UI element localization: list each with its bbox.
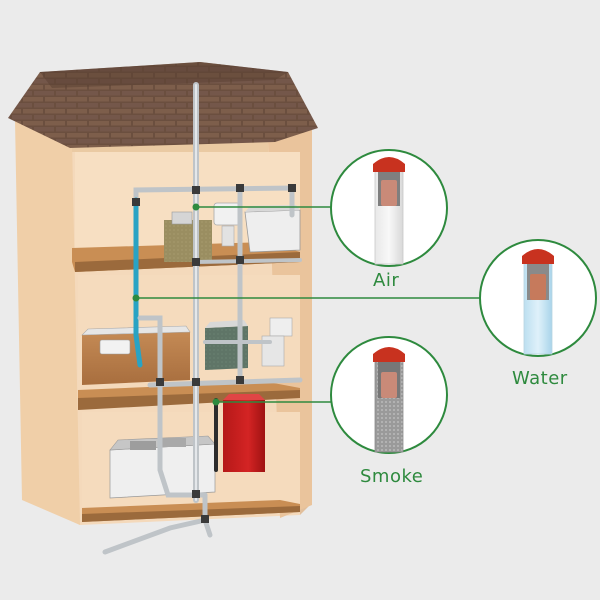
toilet-cabinet — [164, 211, 212, 262]
kitchen-middle-fixtures — [81, 317, 293, 385]
smoke-callout — [330, 336, 448, 454]
smoke-dot — [212, 398, 220, 406]
water-dot — [132, 294, 140, 302]
water-callout — [479, 239, 597, 357]
air-dot — [192, 203, 200, 211]
air-vent-cap — [373, 157, 405, 172]
smoke-label: Smoke — [360, 466, 424, 487]
boiler — [223, 394, 265, 472]
air-callout — [330, 149, 448, 267]
bathroom-fixtures — [164, 202, 301, 262]
cistern — [269, 317, 293, 337]
water-heater — [213, 202, 241, 247]
water-pipe — [133, 197, 143, 368]
sink-cabinet — [81, 325, 191, 385]
house-front-wall-left — [15, 120, 80, 525]
air-label: Air — [373, 270, 400, 291]
water-vent-cap — [522, 249, 554, 264]
roof — [8, 62, 318, 148]
smoke-vent-cap — [373, 347, 405, 362]
roof-ridge-shadow — [40, 62, 288, 88]
toilet-box — [205, 320, 248, 370]
callout-dots — [132, 203, 220, 406]
callout-connectors — [136, 206, 480, 403]
pipe-joints — [132, 184, 296, 523]
water-label: Water — [512, 368, 568, 389]
